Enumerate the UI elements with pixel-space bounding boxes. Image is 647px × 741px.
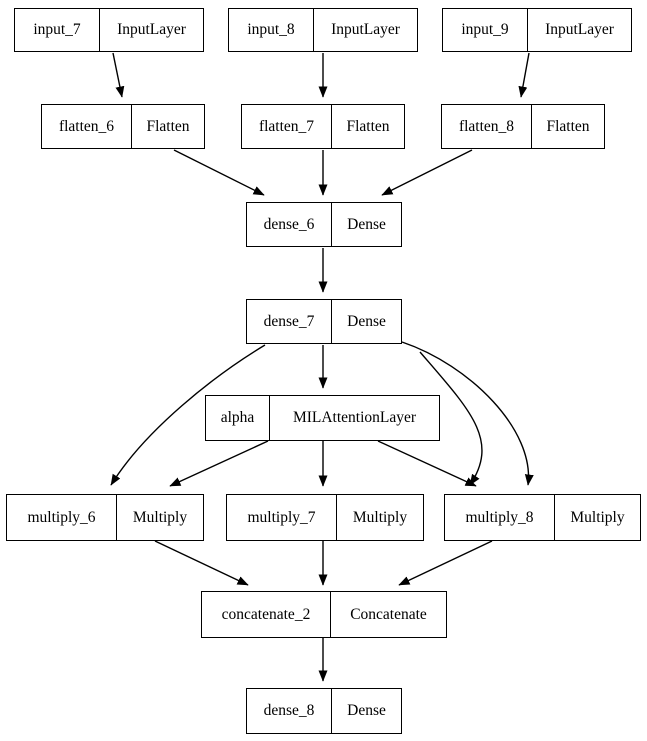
node-type-cell: Dense xyxy=(347,215,386,233)
node-name-cell: multiply_6 xyxy=(7,495,117,540)
graph-edge-multiply_8-to-concatenate_2 xyxy=(398,540,493,586)
node-name-cell: multiply_8 xyxy=(445,495,555,540)
graph-node-multiply_6[interactable]: multiply_6 Multiply xyxy=(6,494,204,541)
node-type-cell: Dense xyxy=(347,312,386,330)
graph-edge-flatten_6-to-dense_6 xyxy=(173,149,265,196)
node-type-cell: MILAttentionLayer xyxy=(292,409,417,427)
node-type-cell: Dense xyxy=(347,702,386,720)
graph-node-flatten_8[interactable]: flatten_8 Flatten xyxy=(441,104,605,149)
graph-edge-multiply_6-to-concatenate_2 xyxy=(154,540,249,586)
graph-node-concatenate_2[interactable]: concatenate_2 Concatenate xyxy=(201,591,447,638)
node-type-cell: Concatenate xyxy=(350,605,427,623)
node-type-cell: InputLayer xyxy=(117,21,186,39)
graph-node-input_7[interactable]: input_7 InputLayer xyxy=(14,8,204,52)
node-type-cell: InputLayer xyxy=(331,21,400,39)
node-type-cell: Flatten xyxy=(346,117,390,135)
graph-node-dense_6[interactable]: dense_6 Dense xyxy=(246,202,402,247)
graph-node-dense_8[interactable]: dense_8 Dense xyxy=(246,688,402,734)
node-type-cell: InputLayer xyxy=(545,21,614,39)
node-type-cell: Multiply xyxy=(132,508,188,526)
graph-edge-dense_7-to-multiply_7-right-curve xyxy=(419,351,483,486)
graph-node-multiply_8[interactable]: multiply_8 Multiply xyxy=(444,494,641,541)
graph-edge-alpha-to-multiply_6 xyxy=(169,440,269,487)
node-type-cell: Multiply xyxy=(570,508,625,526)
graph-node-input_8[interactable]: input_8 InputLayer xyxy=(228,8,418,52)
node-name-cell: concatenate_2 xyxy=(202,592,331,637)
graph-node-flatten_6[interactable]: flatten_6 Flatten xyxy=(41,104,205,149)
graph-node-dense_7[interactable]: dense_7 Dense xyxy=(246,299,402,344)
node-name-cell: input_9 xyxy=(443,9,528,51)
node-name-cell: multiply_7 xyxy=(227,495,337,540)
node-name-cell: flatten_6 xyxy=(42,105,132,148)
node-type-cell: Multiply xyxy=(352,508,408,526)
node-name-cell: alpha xyxy=(206,396,270,440)
graph-edge-input_7-to-flatten_6 xyxy=(112,52,125,98)
graph-edge-input_9-to-flatten_8 xyxy=(518,52,530,98)
node-name-cell: dense_7 xyxy=(247,300,332,343)
node-name-cell: flatten_8 xyxy=(442,105,532,148)
node-name-cell: input_7 xyxy=(15,9,100,51)
graph-node-input_9[interactable]: input_9 InputLayer xyxy=(442,8,632,52)
node-type-cell: Flatten xyxy=(546,117,590,135)
node-name-cell: dense_6 xyxy=(247,203,332,246)
graph-edge-flatten_8-to-dense_6 xyxy=(381,149,473,196)
node-name-cell: dense_8 xyxy=(247,689,332,733)
graph-edge-alpha-to-multiply_8 xyxy=(377,440,477,487)
node-name-cell: input_8 xyxy=(229,9,314,51)
node-type-cell: Flatten xyxy=(146,117,190,135)
graph-edge-dense_7-to-multiply_6 xyxy=(110,344,266,486)
graph-node-alpha[interactable]: alpha MILAttentionLayer xyxy=(205,395,440,441)
graph-node-flatten_7[interactable]: flatten_7 Flatten xyxy=(241,104,405,149)
node-name-cell: flatten_7 xyxy=(242,105,332,148)
graph-edge-dense_7-to-multiply_8 xyxy=(401,341,534,486)
graph-node-multiply_7[interactable]: multiply_7 Multiply xyxy=(226,494,424,541)
